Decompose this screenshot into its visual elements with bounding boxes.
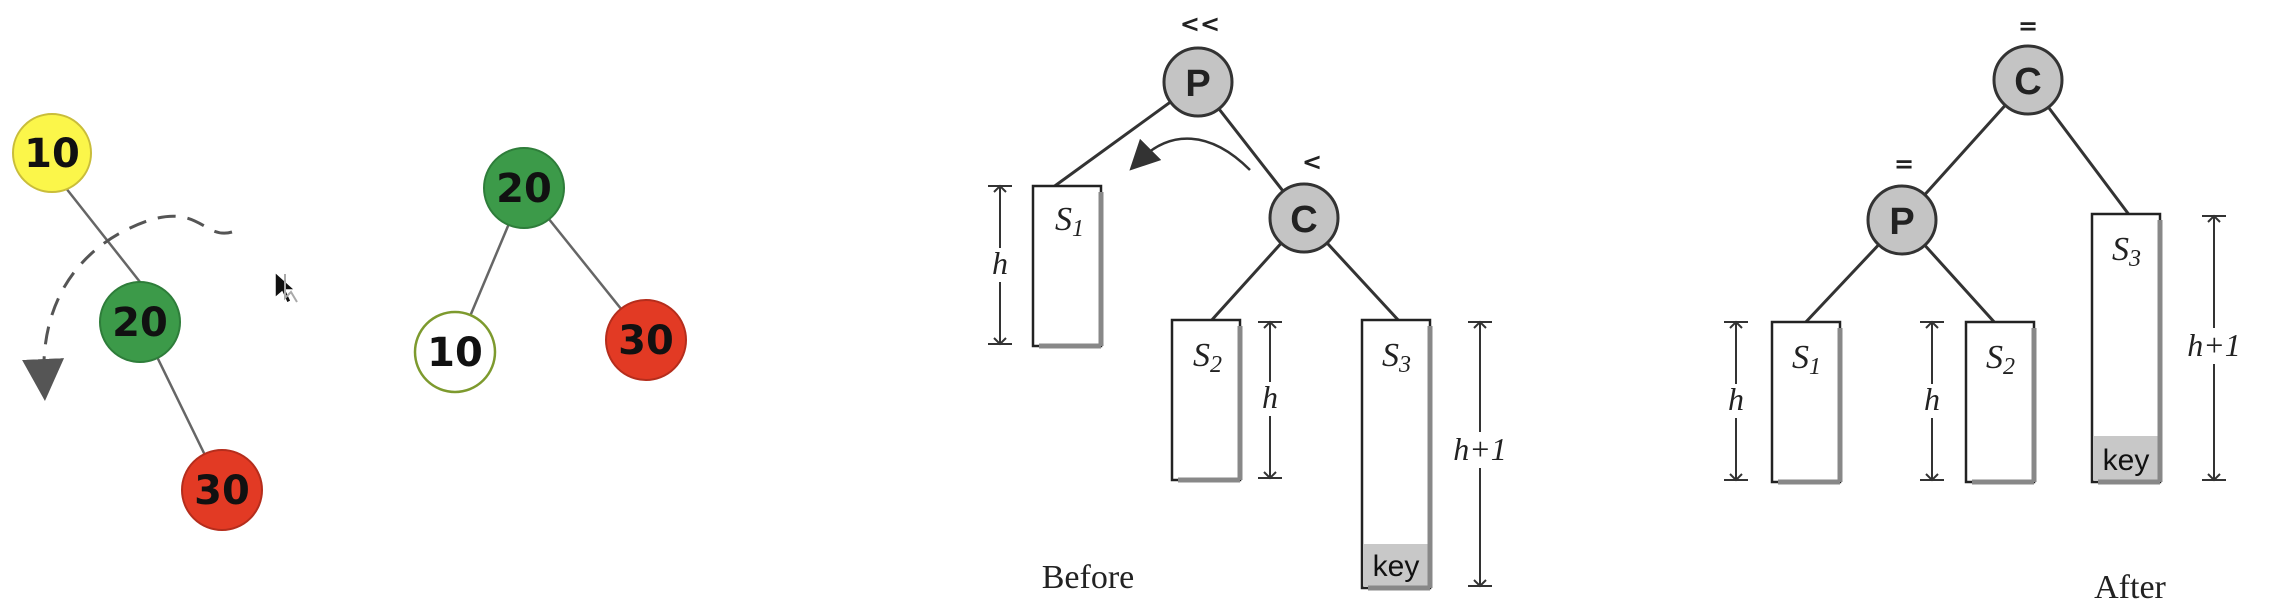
balance-mark-c: <: [1302, 148, 1322, 176]
measure-s3-gap: [1446, 432, 1514, 468]
measure-s2-gap: [1920, 384, 1944, 418]
measure-s3-arrow-top: [2207, 214, 2221, 223]
avl-before-diagram: P << C < S1 h: [988, 10, 1514, 596]
balance-mark-c: =: [2018, 12, 2038, 40]
measure-s3-arrow-bottom: [2207, 473, 2221, 482]
measure-s3-label: h+1: [1453, 431, 1507, 467]
simple-tree-before: 10 20 30: [12, 113, 298, 531]
node-p: P: [1162, 46, 1234, 118]
subtree-s3: S3 key: [1360, 318, 1433, 591]
measure-s1-arrow-bottom: [993, 337, 1007, 346]
avl-after-diagram: C = P = S1 h: [1724, 12, 2248, 606]
node-30-circle: [181, 449, 263, 531]
node-p-label: P: [1889, 201, 1914, 243]
measure-s1-label: h: [992, 245, 1008, 281]
simple-tree-after: 20 10 30: [413, 147, 687, 394]
edge-10-20: [57, 177, 141, 283]
measure-s1-gap: [988, 248, 1012, 282]
measure-s1-label: h: [1728, 381, 1744, 417]
node-10: 10: [12, 113, 92, 193]
measure-s2-arrow-bottom: [1263, 471, 1277, 480]
measure-s2-arrow-top: [1263, 320, 1277, 329]
measure-s3-label: h+1: [2187, 327, 2241, 363]
caption-after: After: [2094, 569, 2166, 606]
measure-s1-gap: [1724, 384, 1748, 418]
node-p: P: [1866, 184, 1938, 256]
subtree-s2: S2: [1964, 320, 2037, 485]
measure-s2-label: h: [1262, 379, 1278, 415]
rotation-arrow: [1129, 137, 1251, 171]
node-30: 30: [605, 299, 687, 381]
node-p-circle: [1162, 46, 1234, 118]
node-c: C: [1992, 44, 2064, 116]
node-10-circle: [413, 310, 497, 394]
measure-s1-arrow-top: [1729, 320, 1743, 329]
measure-s2-gap: [1258, 382, 1282, 416]
measure-s2-arrow-top: [1925, 320, 1939, 329]
node-c-label: C: [2014, 61, 2041, 103]
subtree-s1-label: S1: [1055, 201, 1084, 242]
measure-s2-label: h: [1924, 381, 1940, 417]
rotation-arrow-dashed: [22, 214, 233, 401]
node-p-label: P: [1185, 63, 1210, 105]
key-box: [1364, 544, 1428, 586]
measure-s1-arrow-top: [993, 184, 1007, 193]
node-10: 10: [413, 310, 497, 394]
measure-s3: h+1: [1446, 320, 1514, 588]
node-20-circle: [483, 147, 565, 229]
measure-s3: h+1: [2180, 214, 2248, 482]
measure-s1-arrow-bottom: [1729, 473, 1743, 482]
node-20-circle: [99, 281, 181, 363]
subtree-s2: S2: [1170, 318, 1243, 483]
node-30-circle: [605, 299, 687, 381]
mouse-cursor-icon: [274, 270, 298, 305]
subtree-s1: S1: [1031, 184, 1104, 349]
node-30-label: 30: [618, 318, 674, 364]
node-c-circle: [1268, 182, 1340, 254]
balance-mark-p: <<: [1180, 10, 1220, 38]
key-label: key: [1373, 550, 1420, 583]
node-20: 20: [483, 147, 565, 229]
node-30: 30: [181, 449, 263, 531]
key-label: key: [2103, 444, 2150, 477]
measure-s3-arrow-bottom: [1473, 579, 1487, 588]
node-10-label: 10: [427, 330, 483, 376]
measure-s2-arrow-bottom: [1925, 473, 1939, 482]
node-c: C: [1268, 182, 1340, 254]
node-10-label: 10: [24, 131, 80, 177]
measure-s3-gap: [2180, 328, 2248, 364]
node-30-label: 30: [194, 468, 250, 514]
measure-s1: h: [988, 184, 1012, 346]
caption-before: Before: [1042, 559, 1135, 596]
node-20-label: 20: [496, 166, 552, 212]
measure-s2: h: [1258, 320, 1282, 480]
subtree-s3: S3 key: [2090, 212, 2163, 485]
node-10-circle: [12, 113, 92, 193]
key-box: [2094, 436, 2158, 480]
measure-s3-arrow-top: [1473, 320, 1487, 329]
node-c-circle: [1992, 44, 2064, 116]
subtree-s3-label: S3: [2112, 231, 2141, 272]
subtree-s1-box: [1770, 320, 1842, 484]
node-20: 20: [99, 281, 181, 363]
node-c-label: C: [1290, 199, 1317, 241]
measure-s2: h: [1920, 320, 1944, 482]
subtree-s1-label: S1: [1792, 339, 1821, 380]
balance-mark-p: =: [1894, 150, 1914, 178]
node-p-circle: [1866, 184, 1938, 256]
subtree-s2-label: S2: [1986, 339, 2015, 380]
measure-s1: h: [1724, 320, 1748, 482]
node-20-label: 20: [112, 300, 168, 346]
subtree-s1: S1: [1770, 320, 1843, 485]
subtree-s2-box: [1170, 318, 1242, 482]
subtree-s3-label: S3: [1382, 337, 1411, 378]
subtree-s2-label: S2: [1193, 337, 1222, 378]
